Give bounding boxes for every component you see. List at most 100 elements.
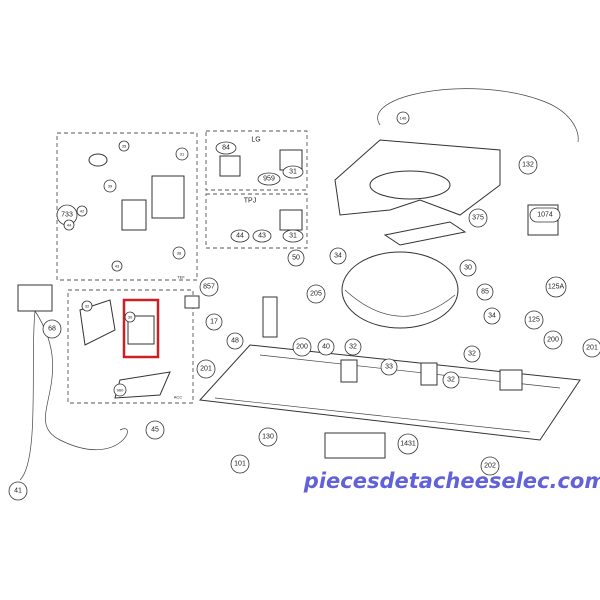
part-label[interactable]: 68 [42, 319, 62, 339]
svg-text:68: 68 [48, 326, 56, 333]
svg-text:960: 960 [117, 388, 124, 393]
part-label[interactable]: 32 [463, 345, 481, 363]
svg-text:857: 857 [203, 284, 215, 291]
part-label[interactable]: 43 [111, 260, 123, 272]
svg-text:733: 733 [61, 212, 73, 219]
part-label[interactable]: 125 [524, 310, 544, 330]
part-label[interactable]: 146 [396, 111, 410, 125]
svg-text:35: 35 [122, 144, 127, 149]
part-label[interactable]: 45 [145, 420, 165, 440]
svg-text:130: 130 [262, 434, 274, 441]
part-label[interactable]: 85 [476, 283, 494, 301]
part-label[interactable]: 125A [545, 276, 567, 298]
svg-text:34: 34 [334, 253, 342, 260]
part-label[interactable]: 960 [113, 383, 127, 397]
svg-text:201: 201 [586, 345, 598, 352]
part-label[interactable]: 43 [252, 229, 272, 243]
part-label[interactable]: 38 [172, 246, 186, 260]
part-label[interactable]: 201 [196, 359, 216, 379]
parts-drawing [17, 88, 581, 481]
part-label[interactable]: 201 [582, 338, 600, 358]
part-label[interactable]: 30 [124, 311, 136, 323]
part-label[interactable]: 32 [344, 338, 362, 356]
tpj-group-box [205, 193, 308, 249]
part-label[interactable]: 17 [205, 313, 223, 331]
svg-text:33: 33 [385, 364, 393, 371]
svg-text:1431: 1431 [400, 441, 416, 448]
svg-text:40: 40 [322, 344, 330, 351]
part-label[interactable]: 205 [306, 284, 326, 304]
svg-text:32: 32 [85, 304, 90, 309]
part-label[interactable]: 44 [63, 219, 75, 231]
svg-text:30: 30 [128, 315, 133, 320]
svg-text:202: 202 [484, 463, 496, 470]
part-label[interactable]: 200 [543, 330, 563, 350]
group-title-tpj: TPJ [244, 198, 256, 205]
svg-text:200: 200 [296, 344, 308, 351]
part-label[interactable]: 84 [215, 141, 237, 155]
highlighted-part-frame[interactable] [122, 298, 160, 359]
part-label[interactable]: 33 [380, 358, 398, 376]
part-label[interactable]: 41 [8, 481, 28, 501]
part-label[interactable]: 42 [76, 205, 88, 217]
part-label[interactable]: 48 [226, 332, 244, 350]
part-label[interactable]: 32 [442, 371, 460, 389]
svg-text:101: 101 [234, 461, 246, 468]
svg-text:201: 201 [200, 366, 212, 373]
svg-text:44: 44 [67, 223, 72, 228]
svg-text:32: 32 [447, 377, 455, 384]
part-label[interactable]: 130 [258, 427, 278, 447]
svg-text:125A: 125A [548, 284, 565, 291]
part-label[interactable]: 35 [118, 140, 130, 152]
svg-text:31: 31 [289, 233, 297, 240]
part-label[interactable]: 30 [459, 259, 477, 277]
part-label[interactable]: 34 [483, 307, 501, 325]
part-label[interactable]: 34 [329, 247, 347, 265]
svg-text:44: 44 [236, 233, 244, 240]
svg-text:34: 34 [488, 313, 496, 320]
svg-text:48: 48 [231, 338, 239, 345]
svg-text:31: 31 [289, 169, 297, 176]
tef-group-box [56, 132, 198, 281]
part-label[interactable]: 44 [230, 229, 250, 243]
svg-text:30: 30 [464, 265, 472, 272]
part-label[interactable]: 39 [103, 179, 117, 193]
svg-text:84: 84 [222, 145, 230, 152]
svg-text:125: 125 [528, 317, 540, 324]
part-label[interactable]: 1074 [529, 207, 561, 223]
part-label[interactable]: 202 [480, 456, 500, 476]
svg-text:42: 42 [80, 209, 85, 214]
group-title-lg: LG [251, 137, 260, 144]
svg-text:32: 32 [468, 351, 476, 358]
part-label[interactable]: 31 [282, 165, 304, 179]
svg-text:132: 132 [522, 162, 534, 169]
svg-text:1074: 1074 [537, 212, 553, 219]
part-label[interactable]: 50 [287, 249, 305, 267]
group-title-tef: TEF [177, 275, 185, 280]
part-label[interactable]: 40 [317, 338, 335, 356]
svg-text:375: 375 [472, 215, 484, 222]
svg-text:39: 39 [108, 184, 113, 189]
svg-text:17: 17 [210, 319, 218, 326]
part-label[interactable]: 959 [257, 172, 281, 186]
watermark: piecesdetacheeselec.com [303, 469, 600, 493]
svg-text:959: 959 [263, 176, 275, 183]
svg-text:41: 41 [14, 488, 22, 495]
part-labels: 146 132 1074 375 50 34 30 85 125A 34 125… [8, 111, 600, 501]
group-title-acc: ACC [174, 395, 183, 400]
part-label[interactable]: 31 [175, 147, 189, 161]
part-label[interactable]: 200 [292, 337, 312, 357]
part-label[interactable]: 375 [468, 208, 488, 228]
svg-text:146: 146 [400, 116, 407, 121]
svg-text:31: 31 [180, 152, 185, 157]
part-label[interactable]: 32 [81, 300, 93, 312]
part-label[interactable]: 1431 [397, 433, 419, 455]
svg-text:50: 50 [292, 255, 300, 262]
part-label[interactable]: 857 [199, 277, 219, 297]
lg-group-box [205, 130, 308, 191]
part-label[interactable]: 101 [230, 454, 250, 474]
part-label[interactable]: 31 [282, 229, 304, 243]
svg-text:45: 45 [151, 427, 159, 434]
part-label[interactable]: 132 [518, 155, 538, 175]
